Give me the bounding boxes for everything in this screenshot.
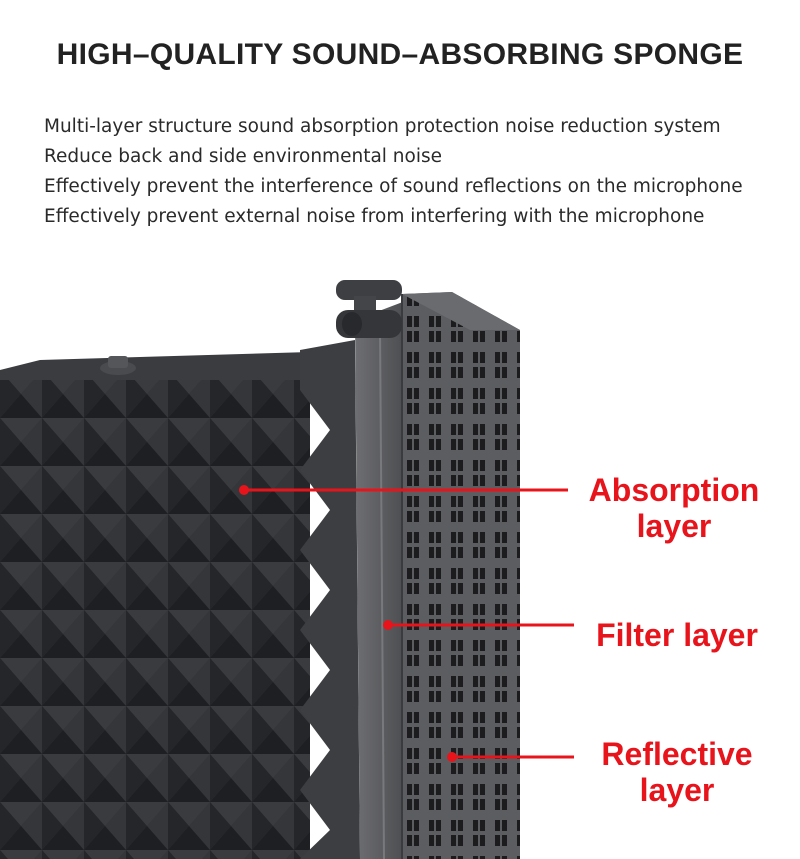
callout-label: layer xyxy=(636,508,712,544)
callout-lines xyxy=(239,485,574,762)
feature-item: Effectively prevent external noise from … xyxy=(44,206,705,227)
foam-side xyxy=(300,340,360,859)
callout-label: Absorption xyxy=(588,472,760,508)
foam-face xyxy=(0,370,310,859)
feature-item: Effectively prevent the interference of … xyxy=(44,176,743,197)
callout-label: layer xyxy=(639,772,715,808)
isolation-shield-illustration xyxy=(0,280,574,859)
product-image: Absorption layer Filter layer Reflective… xyxy=(0,270,800,859)
reflective-panel xyxy=(402,292,520,859)
callout-absorption-layer: Absorption layer xyxy=(578,472,770,544)
callout-reflective-layer: Reflective layer xyxy=(584,736,770,808)
callout-filter-layer: Filter layer xyxy=(584,617,770,653)
feature-item: Multi-layer structure sound absorption p… xyxy=(44,116,721,137)
clamp-icon xyxy=(336,280,402,338)
feature-item: Reduce back and side environmental noise xyxy=(44,146,443,167)
foam-top xyxy=(0,352,330,380)
feature-list: Multi-layer structure sound absorption p… xyxy=(44,112,743,232)
callout-label: Filter layer xyxy=(596,617,758,653)
callout-label: Reflective xyxy=(601,736,753,772)
headline: HIGH–QUALITY SOUND–ABSORBING SPONGE xyxy=(56,38,744,71)
